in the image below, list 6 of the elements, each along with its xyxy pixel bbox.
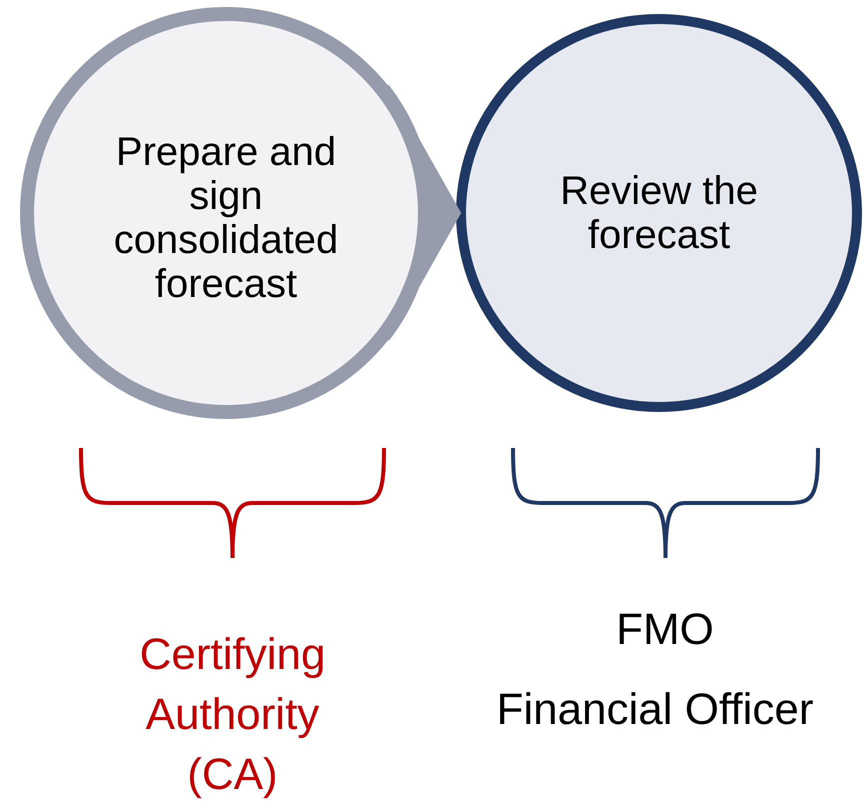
pointer-arrow [387,85,461,341]
role-label: FMO [615,604,715,656]
node-text: Prepare and sign consolidated forecast [112,130,340,306]
role-label: Certifying Authority (CA) [138,629,326,801]
node-text: Review the forecast [559,169,759,257]
role-label: Financial Officer [495,684,815,736]
